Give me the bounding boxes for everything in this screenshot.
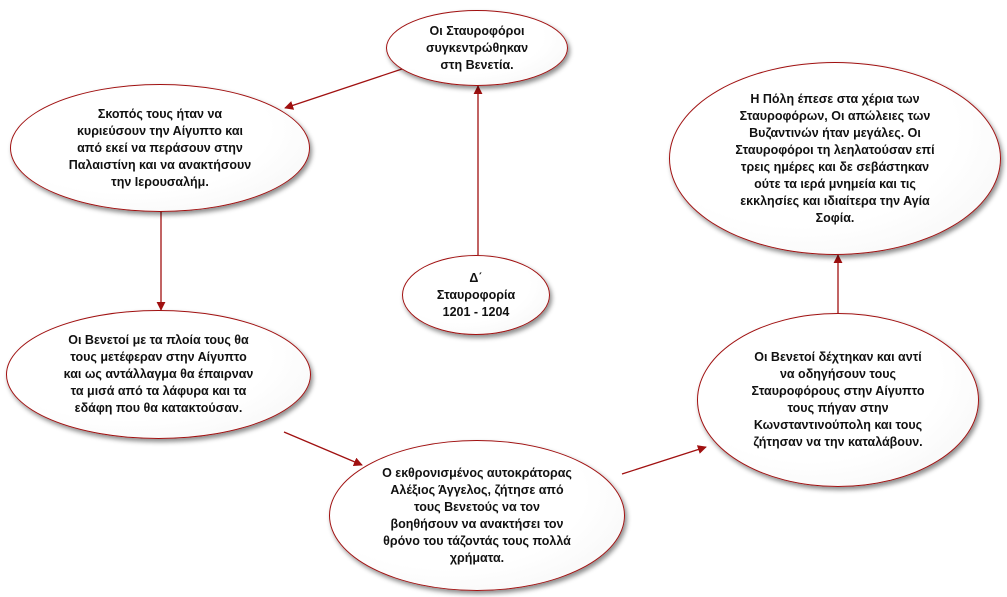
node-goal: Σκοπός τους ήταν να κυριεύσουν την Αίγυπ… — [10, 84, 310, 212]
arrow-ships-to-alexios — [283, 431, 363, 466]
node-fall-text: Η Πόλη έπεσε στα χέρια των Σταυροφόρων, … — [735, 91, 935, 225]
arrow-alexios-to-constantinople — [621, 445, 707, 475]
arrow-venice-to-goal — [284, 67, 406, 110]
node-fall: Η Πόλη έπεσε στα χέρια των Σταυροφόρων, … — [669, 62, 1001, 255]
node-ships: Οι Βενετοί με τα πλοία τους θα τους μετέ… — [6, 310, 311, 439]
node-center: Δ΄ Σταυροφορία 1201 - 1204 — [402, 255, 550, 335]
node-constantinople-text: Οι Βενετοί δέχτηκαν και αντί να οδηγήσου… — [751, 350, 925, 449]
node-alexios: Ο εκθρονισμένος αυτοκράτορας Αλέξιος Άγγ… — [329, 440, 625, 591]
node-venice: Οι Σταυροφόροι συγκεντρώθηκαν στη Βενετί… — [386, 10, 568, 86]
node-goal-text: Σκοπός τους ήταν να κυριεύσουν την Αίγυπ… — [68, 106, 252, 189]
node-center-text: Δ΄ Σταυροφορία 1201 - 1204 — [436, 270, 516, 319]
node-alexios-text: Ο εκθρονισμένος αυτοκράτορας Αλέξιος Άγγ… — [382, 465, 572, 565]
node-venice-text: Οι Σταυροφόροι συγκεντρώθηκαν στη Βενετί… — [425, 23, 529, 72]
node-constantinople: Οι Βενετοί δέχτηκαν και αντί να οδηγήσου… — [697, 313, 979, 487]
node-ships-text: Οι Βενετοί με τα πλοία τους θα τους μετέ… — [63, 333, 254, 415]
